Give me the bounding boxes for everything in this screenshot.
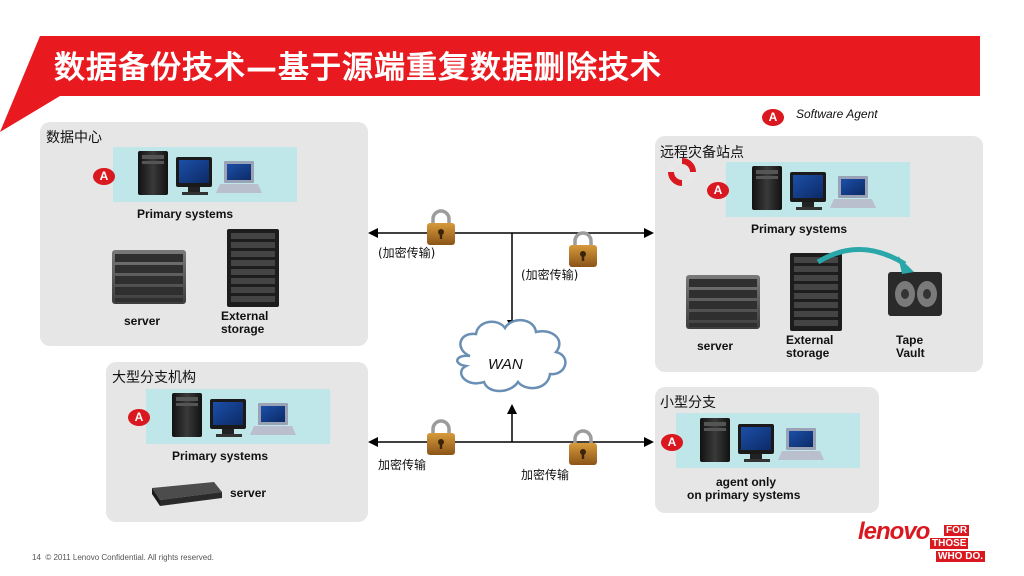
page-number: 14 [32, 553, 41, 562]
small-agent-label-2: on primary systems [687, 488, 801, 502]
title-banner [40, 36, 980, 96]
branch-server-label: server [230, 486, 267, 500]
datacenter-storage-label-1: External [221, 309, 269, 323]
datacenter-label: 数据中心 [46, 130, 102, 146]
remote-storage-icon [790, 253, 842, 331]
datacenter-server-label: server [124, 314, 161, 328]
remote-server-icon [686, 275, 760, 329]
branch-primary-systems-icon [172, 393, 296, 437]
remote-agent-badge: A [707, 182, 729, 199]
link-label-bottom-right: 加密传输 [521, 468, 570, 482]
link-label-bottom-left: 加密传输 [378, 458, 427, 472]
legend-label: Software Agent [796, 107, 878, 121]
page-title: 数据备份技术—基于源端重复数据删除技术 [54, 50, 662, 86]
legend-agent-badge: A [762, 109, 784, 126]
lock-icon-bottom-right [567, 429, 599, 467]
datacenter-storage-label-2: storage [221, 322, 265, 336]
tape-arrow [816, 247, 907, 267]
wan-cloud-icon [456, 319, 567, 393]
tape-vault-icon [888, 272, 942, 316]
remote-server-label: server [697, 339, 734, 353]
tape-vault-label-1: Tape [896, 333, 924, 347]
small-agent-label-1: agent only [716, 475, 777, 489]
remote-label: 远程灾备站点 [660, 145, 744, 161]
lock-icon-top-left [425, 209, 457, 247]
logo-tag-those: THOSE [930, 538, 969, 549]
lock-icon-bottom-left [425, 419, 457, 457]
wan-label: WAN [488, 356, 523, 373]
remote-storage-label-1: External [786, 333, 834, 347]
remote-storage-label-2: storage [786, 346, 830, 360]
large-branch-label: 大型分支机构 [112, 370, 196, 386]
tape-vault-label-2: Vault [896, 346, 925, 360]
branch-server-icon [152, 482, 222, 506]
small-agent-badge: A [661, 434, 683, 451]
logo-tag-who-do: WHO DO. [936, 551, 985, 562]
datacenter-primary-systems-icon [138, 151, 262, 195]
lenovo-logo: lenovo [858, 518, 930, 545]
datacenter-primary-label: Primary systems [137, 207, 234, 221]
remote-primary-systems-icon [752, 166, 876, 210]
link-label-top-right: (加密传输) [521, 268, 579, 282]
life-ring-icon [668, 158, 696, 186]
datacenter-server-icon [112, 250, 186, 304]
small-primary-systems-icon [700, 418, 824, 462]
footer: 14 © 2011 Lenovo Confidential. All right… [32, 553, 214, 562]
link-label-top-left: (加密传输) [378, 246, 436, 260]
datacenter-agent-badge: A [93, 168, 115, 185]
branch-agent-badge: A [128, 409, 150, 426]
datacenter-storage-icon [227, 229, 279, 307]
lock-icon-top-right [567, 231, 599, 269]
small-branch-label: 小型分支 [660, 395, 716, 411]
logo-tag-for: FOR [944, 525, 970, 536]
copyright-text: 2011 Lenovo Confidential. All rights res… [53, 553, 214, 562]
branch-primary-label: Primary systems [172, 449, 269, 463]
remote-primary-label: Primary systems [751, 222, 848, 236]
